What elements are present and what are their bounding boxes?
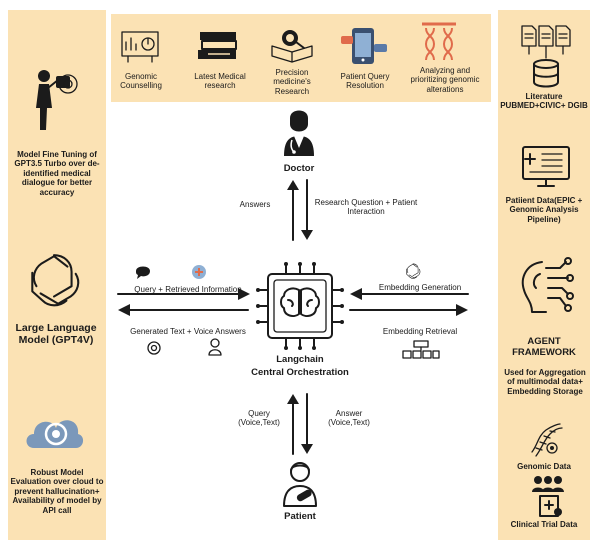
genomic-counselling-icon (121, 31, 159, 63)
embedding-generation-label: Embedding Generation (378, 283, 462, 292)
genomic-alterations-icon (422, 22, 456, 61)
patient-label: Patient (284, 511, 316, 522)
ai-response-icon (147, 341, 161, 355)
clinical-trial-icon (532, 476, 564, 517)
top-item-latest-research: Latest Medical research (194, 72, 246, 91)
research-book-icon (271, 30, 313, 63)
fine-tuning-text: Model Fine Tuning of GPT3.5 Turbo over d… (14, 150, 100, 197)
doctor-vertical-arrows (287, 179, 313, 241)
answer-voice-label: Answer (Voice,Text) (328, 409, 370, 428)
chat-bubble-icon (136, 266, 150, 279)
agent-framework-title: AGENT FRAMEWORK (512, 336, 576, 359)
top-item-genomic-alterations: Analyzing and prioritizing genomic alter… (410, 66, 480, 94)
answers-label: Answers (239, 200, 271, 209)
clinical-trial-text: Clinical Trial Data (510, 520, 578, 529)
agent-framework-desc: Used for Aggregation of multimodal data+… (504, 368, 586, 396)
patient-query-icon (341, 28, 387, 64)
langchain-chip-icon (256, 262, 344, 350)
right-horizontal-arrows (349, 288, 469, 316)
patient-record-monitor-icon (522, 146, 570, 187)
books-icon (198, 32, 237, 59)
voice-user-icon (208, 338, 222, 356)
left-panel (8, 10, 106, 540)
openai-logo-icon (31, 254, 80, 307)
doctor-icon (284, 110, 314, 156)
query-retrieved-label: Query + Retrieved Information (134, 285, 242, 294)
top-item-patient-query: Patient Query Resolution (340, 72, 390, 91)
left-horizontal-arrows (117, 288, 250, 316)
top-item-precision-medicine: Precision medicine's Research (273, 68, 311, 96)
literature-database-icon (521, 25, 571, 88)
embedding-retrieval-label: Embedding Retrieval (382, 327, 458, 336)
langchain-label: Langchain (276, 354, 324, 365)
top-panel (111, 14, 491, 102)
generated-text-label: Generated Text + Voice Answers (130, 327, 246, 336)
top-item-genomic-counselling: Genomic Counselling (120, 72, 162, 91)
vector-store-icon (402, 340, 440, 359)
person-pointing-icon (36, 70, 78, 130)
evaluation-text: Robust Model Evaluation over cloud to pr… (10, 468, 104, 515)
patient-vertical-arrows (287, 393, 313, 455)
patient-icon (283, 462, 317, 507)
doctor-label: Doctor (283, 163, 315, 174)
openai-small-icon (406, 263, 421, 279)
query-voice-label: Query (Voice,Text) (238, 409, 280, 428)
central-orchestration-label: Central Orchestration (251, 367, 349, 378)
genomic-data-text: Genomic Data (517, 462, 571, 471)
right-panel (498, 10, 590, 540)
literature-text: Literature PUBMED+CIVIC+ DGIB (500, 92, 588, 111)
patient-data-text: Patiient Data(EPIC + Genomic Analysis Pi… (505, 196, 583, 224)
genomic-data-icon (531, 423, 563, 457)
research-question-label: Research Question + Patient Interaction (314, 198, 418, 217)
retrieved-info-icon (192, 265, 206, 279)
agent-framework-icon (521, 257, 574, 313)
cloud-model-icon (26, 420, 84, 448)
llm-text: Large Language Model (GPT4V) (15, 322, 97, 347)
